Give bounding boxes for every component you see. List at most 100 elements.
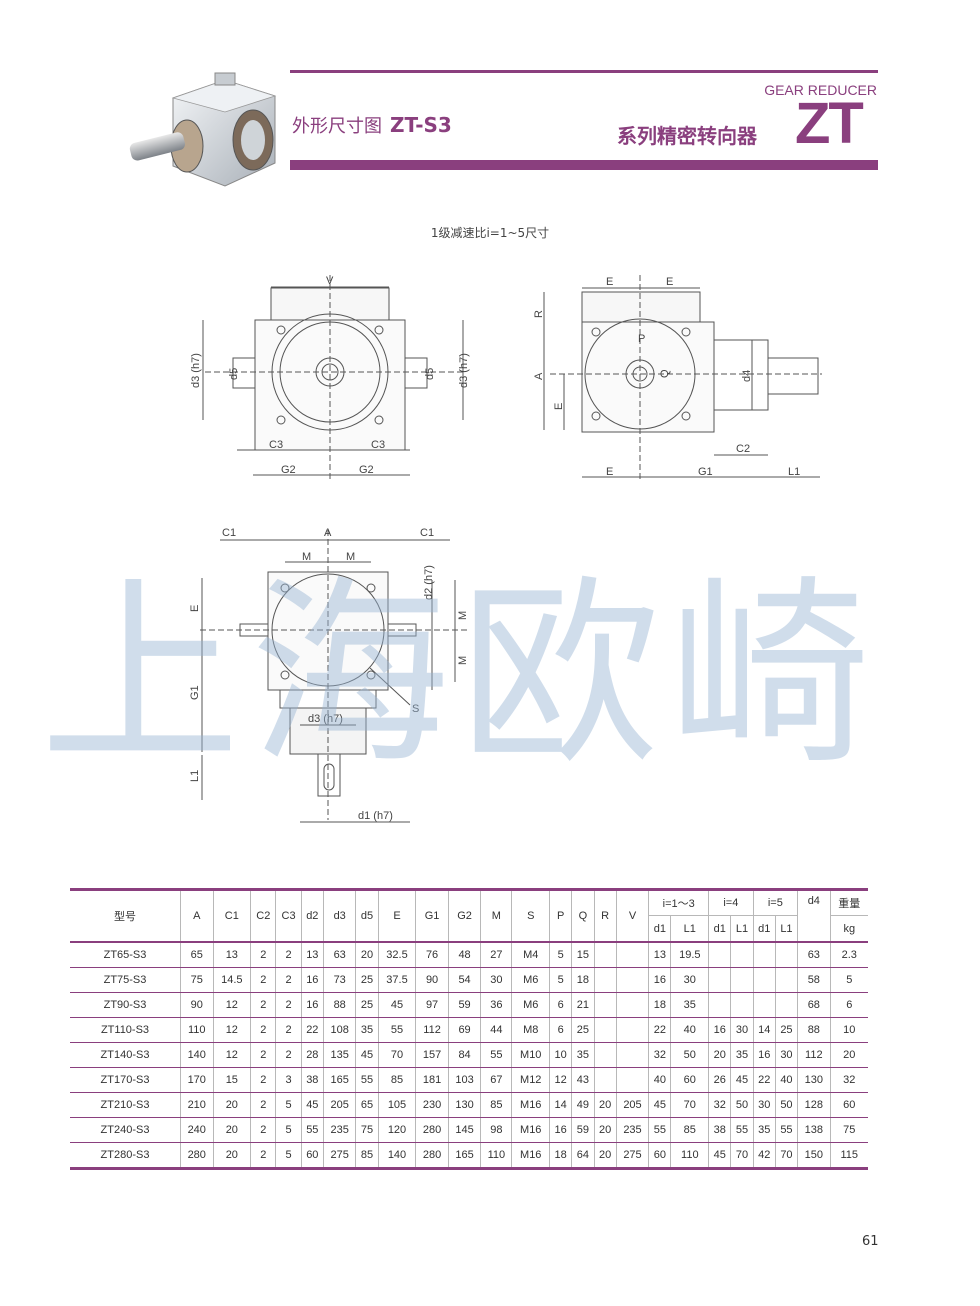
table-cell: 70 xyxy=(730,1142,754,1170)
table-cell: 35 xyxy=(355,1017,379,1043)
table-cell xyxy=(730,992,754,1018)
col-weight: 重量 xyxy=(830,889,868,916)
table-cell: 25 xyxy=(571,1017,595,1043)
table-cell xyxy=(753,942,776,968)
table-cell: 115 xyxy=(830,1142,868,1170)
table-cell: 45 xyxy=(648,1092,672,1118)
table-cell xyxy=(708,967,732,993)
table-cell: M8 xyxy=(511,1017,551,1043)
table-cell: 5 xyxy=(549,967,573,993)
table-cell xyxy=(594,967,617,993)
table-cell: 32 xyxy=(708,1092,732,1118)
table-cell: 60 xyxy=(648,1142,672,1170)
table-cell: 16 xyxy=(708,1017,732,1043)
table-cell: 55 xyxy=(301,1117,324,1143)
table-cell: 165 xyxy=(323,1067,357,1093)
table-cell: 25 xyxy=(775,1017,799,1043)
col-q: Q xyxy=(571,889,595,942)
table-cell: 85 xyxy=(355,1142,379,1170)
table-cell: 59 xyxy=(571,1117,595,1143)
table-cell xyxy=(594,942,617,968)
table-cell: M6 xyxy=(511,967,551,993)
table-cell: 103 xyxy=(448,1067,482,1093)
col-d1-i1-3: d1 xyxy=(648,915,672,942)
table-cell: 2 xyxy=(275,992,302,1018)
table-cell: 38 xyxy=(301,1067,324,1093)
table-cell: 16 xyxy=(753,1042,776,1068)
table-cell: 76 xyxy=(415,942,449,968)
table-cell: 3 xyxy=(275,1067,302,1093)
table-cell: 60 xyxy=(830,1092,868,1118)
table-cell: 5 xyxy=(549,942,573,968)
table-cell: 138 xyxy=(797,1117,831,1143)
table-cell: 50 xyxy=(775,1092,799,1118)
table-cell: 135 xyxy=(323,1042,357,1068)
table-cell: 5 xyxy=(275,1142,302,1170)
table-cell: 55 xyxy=(730,1117,754,1143)
table-cell: 90 xyxy=(415,967,449,993)
table-cell: 128 xyxy=(797,1092,831,1118)
table-cell: 13 xyxy=(213,942,252,968)
table-cell-model: ZT65-S3 xyxy=(70,942,181,968)
table-cell: M16 xyxy=(511,1092,551,1118)
label-d3h7-top: d3 (h7) xyxy=(308,713,343,725)
table-cell: 205 xyxy=(323,1092,357,1118)
table-cell: 110 xyxy=(180,1017,214,1043)
table-cell: 2 xyxy=(250,942,277,968)
table-cell: 30 xyxy=(753,1092,776,1118)
table-cell: 60 xyxy=(670,1067,710,1093)
table-cell: 32 xyxy=(830,1067,868,1093)
table-cell: 70 xyxy=(378,1042,417,1068)
table-cell: 42 xyxy=(753,1142,776,1170)
table-cell: 35 xyxy=(670,992,710,1018)
table-cell: 54 xyxy=(448,967,482,993)
table-cell: 12 xyxy=(213,1042,252,1068)
table-cell: 25 xyxy=(355,992,379,1018)
label-g1: G1 xyxy=(698,466,713,478)
table-cell: 2.3 xyxy=(830,942,868,968)
table-cell: 5 xyxy=(275,1092,302,1118)
col-kg: kg xyxy=(843,922,856,935)
table-cell: 88 xyxy=(323,992,357,1018)
table-cell: 63 xyxy=(323,942,357,968)
table-cell xyxy=(616,942,650,968)
table-cell: 85 xyxy=(378,1067,417,1093)
table-cell: 2 xyxy=(250,967,277,993)
table-cell xyxy=(730,967,754,993)
col-l1-i5: L1 xyxy=(775,915,799,942)
table-cell: 18 xyxy=(571,967,595,993)
table-cell: 32 xyxy=(648,1042,672,1068)
col-g1: G1 xyxy=(415,889,449,942)
label-m-left: M xyxy=(302,551,311,563)
table-cell: 22 xyxy=(753,1067,776,1093)
table-cell: 12 xyxy=(549,1067,573,1093)
table-cell: 69 xyxy=(448,1017,482,1043)
table-cell: 70 xyxy=(775,1142,799,1170)
table-cell: 2 xyxy=(275,967,302,993)
label-a-top: A xyxy=(324,527,332,539)
table-cell: 275 xyxy=(616,1142,650,1170)
table-cell: 21 xyxy=(571,992,595,1018)
col-group-i4: i=4 xyxy=(708,889,754,916)
page-number: 61 xyxy=(862,1234,879,1249)
table-cell xyxy=(616,1067,650,1093)
table-cell: 235 xyxy=(323,1117,357,1143)
table-cell: 112 xyxy=(797,1042,831,1068)
table-cell xyxy=(775,992,799,1018)
table-cell: 2 xyxy=(250,1092,277,1118)
table-cell: 20 xyxy=(830,1042,868,1068)
table-cell: 63 xyxy=(797,942,831,968)
col-d2: d2 xyxy=(301,889,324,942)
label-m-side-upper: M xyxy=(457,611,469,620)
table-cell: 16 xyxy=(301,967,324,993)
table-cell: 2 xyxy=(275,1042,302,1068)
col-c1: C1 xyxy=(213,889,252,942)
label-e-top: E xyxy=(189,605,201,612)
label-g2-left: G2 xyxy=(281,464,296,476)
label-d4: d4 xyxy=(741,370,753,382)
table-cell: 130 xyxy=(797,1067,831,1093)
table-cell: 20 xyxy=(355,942,379,968)
